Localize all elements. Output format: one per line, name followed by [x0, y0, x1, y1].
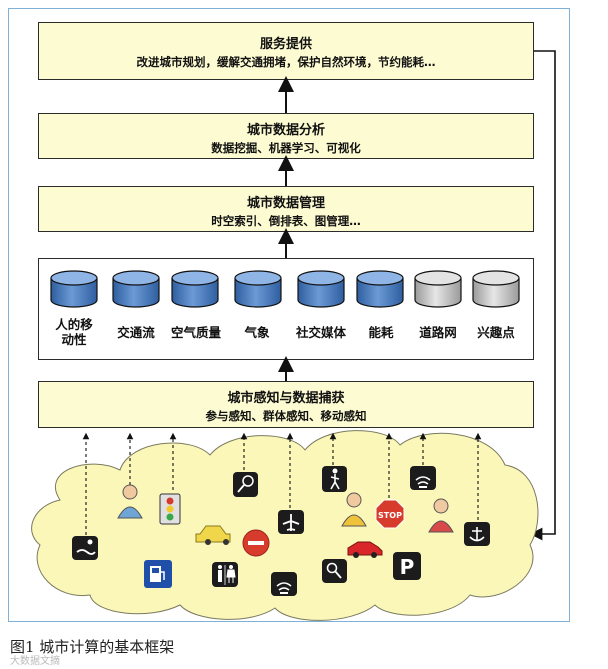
database-energy-icon [356, 270, 404, 308]
management-layer-subtitle: 时空索引、倒排表、图管理… [211, 214, 361, 228]
database-traffic-icon [112, 270, 160, 308]
analysis-layer-title: 城市数据分析 [246, 123, 325, 138]
dataset-label-meteorology: 气象 [244, 325, 270, 340]
database-poi-icon [472, 270, 520, 308]
parking-sign-text: P [400, 555, 415, 579]
parking-icon: P [393, 552, 421, 580]
stop-sign-text: STOP [378, 511, 402, 520]
watermark: 大数据文摘 [10, 656, 60, 667]
taxi-car-icon [195, 525, 231, 545]
sensing-arrows [82, 432, 482, 535]
management-layer-title: 城市数据管理 [246, 196, 325, 211]
swimmer-icon [72, 536, 98, 560]
magnifier-icon [322, 559, 347, 583]
analysis-layer-subtitle: 数据挖掘、机器学习、可视化 [211, 141, 361, 155]
person-blue-icon [117, 484, 143, 519]
database-meteorology-icon [234, 270, 282, 308]
service-layer: 服务提供 改进城市规划，缓解交通拥堵，保护自然环境，节约能耗… [38, 22, 534, 80]
sensing-layer-title: 城市感知与数据捕获 [227, 391, 345, 406]
person-red-icon [428, 498, 454, 533]
restroom-icon [212, 562, 238, 587]
database-air-quality-icon [171, 270, 219, 308]
traffic-light-icon [159, 493, 181, 525]
person-yellow-icon [341, 492, 367, 527]
dataset-label-human-mobility: 人的移 动性 [55, 317, 93, 347]
tennis-icon [233, 472, 258, 497]
dataset-label-social-media: 社交媒体 [295, 325, 346, 340]
figure-caption: 图1 城市计算的基本框架 [10, 638, 175, 656]
analysis-layer: 城市数据分析 数据挖掘、机器学习、可视化 [38, 113, 534, 159]
dataset-label-road-network: 道路网 [419, 325, 457, 340]
dataset-label-energy: 能耗 [368, 325, 394, 340]
airport-icon [278, 510, 304, 534]
management-layer: 城市数据管理 时空索引、倒排表、图管理… [38, 186, 534, 232]
dataset-label-air-quality: 空气质量 [170, 325, 221, 340]
hiker-icon [322, 466, 347, 492]
sensing-layer: 城市感知与数据捕获 参与感知、群体感知、移动感知 [38, 381, 534, 428]
database-social-media-icon [297, 270, 345, 308]
wifi-sensor-icon [271, 572, 297, 596]
sports-car-icon [347, 541, 383, 558]
service-layer-subtitle: 改进城市规划，缓解交通拥堵，保护自然环境，节约能耗… [136, 55, 436, 69]
database-human-mobility-icon [50, 270, 98, 308]
service-layer-title: 服务提供 [259, 37, 312, 52]
database-road-network-icon [414, 270, 462, 308]
gas-station-icon [144, 560, 172, 588]
feedback-arrow [529, 50, 556, 541]
dataset-label-traffic: 交通流 [117, 325, 155, 340]
anchor-icon [464, 522, 490, 546]
sensor-signal-icon [410, 466, 436, 490]
stop-sign-icon: STOP [375, 499, 405, 529]
sensing-layer-subtitle: 参与感知、群体感知、移动感知 [205, 409, 367, 423]
dataset-label-poi: 兴趣点 [477, 325, 515, 340]
no-entry-icon [242, 529, 270, 557]
